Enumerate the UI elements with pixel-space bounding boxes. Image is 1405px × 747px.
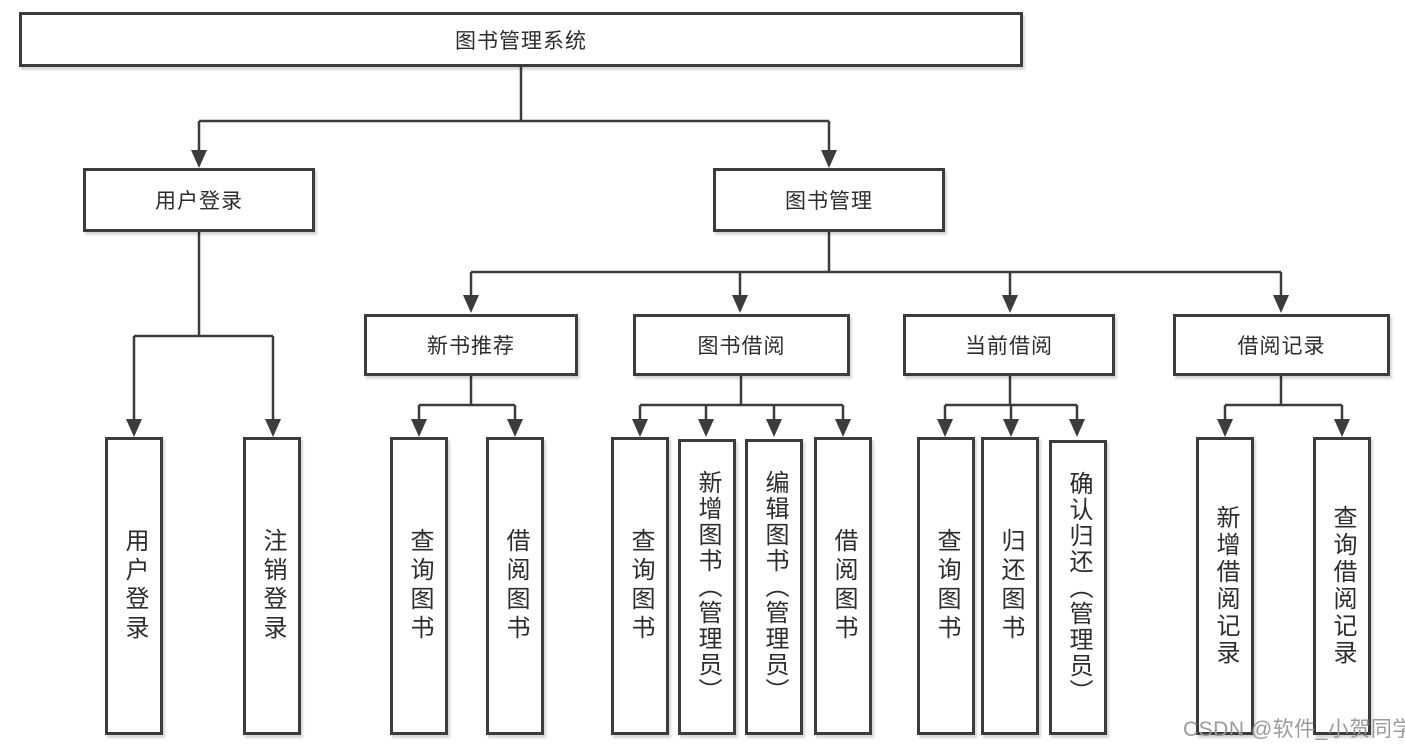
leaf-borrow-books: 借阅图书 <box>814 437 872 735</box>
node-book-management: 图书管理 <box>713 168 945 232</box>
leaf-query-books-borrow: 查询图书 <box>611 437 669 735</box>
node-label: 确认归还（管理员） <box>1065 470 1092 705</box>
leaf-return-books: 归还图书 <box>981 437 1039 735</box>
leaf-logout: 注销登录 <box>243 437 301 735</box>
node-user-login: 用户登录 <box>83 168 315 232</box>
node-label: 查询图书 <box>627 528 654 644</box>
csdn-watermark: CSDN @软件_小贺同学 <box>1183 718 1405 741</box>
edge-records-to-leaves <box>1223 375 1344 421</box>
leaf-query-borrow-record: 查询借阅记录 <box>1313 437 1371 735</box>
node-label: 查询借阅记录 <box>1329 505 1356 667</box>
edge-current-to-leaves <box>943 375 1079 421</box>
node-book-borrow: 图书借阅 <box>633 314 850 376</box>
leaf-user-login: 用户登录 <box>105 437 163 735</box>
node-label: 图书管理系统 <box>455 29 587 53</box>
edge-root-to-level2 <box>197 67 831 152</box>
node-label: 归还图书 <box>997 528 1024 644</box>
leaf-edit-books-admin: 编辑图书（管理员） <box>745 439 803 735</box>
leaf-query-books-current: 查询图书 <box>917 437 975 735</box>
node-label: 用户登录 <box>121 528 148 644</box>
node-label: 查询图书 <box>933 528 960 644</box>
node-label: 图书管理 <box>785 190 873 213</box>
node-current-borrow: 当前借阅 <box>903 314 1115 376</box>
leaf-confirm-return-admin: 确认归还（管理员） <box>1049 440 1107 735</box>
node-label: 编辑图书（管理员） <box>761 470 788 704</box>
node-label: 借阅图书 <box>502 528 529 644</box>
node-label: 借阅图书 <box>830 528 857 644</box>
node-label: 图书借阅 <box>697 335 786 358</box>
edge-newbook-to-leaves <box>417 376 517 421</box>
node-label: 当前借阅 <box>965 335 1053 358</box>
arrowheads <box>126 150 1350 437</box>
node-label: 新增图书（管理员） <box>694 470 721 704</box>
node-root-library-system: 图书管理系统 <box>19 12 1023 67</box>
node-new-book-recommend: 新书推荐 <box>364 314 578 376</box>
node-label: 新增借阅记录 <box>1212 505 1239 667</box>
node-label: 借阅记录 <box>1237 335 1326 358</box>
edge-borrow-to-leaves <box>638 375 845 421</box>
edge-bookmgmt-to-level3 <box>469 232 1283 297</box>
node-label: 新书推荐 <box>427 335 515 358</box>
leaf-borrow-books-recommend: 借阅图书 <box>486 437 544 735</box>
node-borrow-records: 借阅记录 <box>1173 314 1390 376</box>
leaf-add-books-admin: 新增图书（管理员） <box>678 439 736 735</box>
node-label: 用户登录 <box>155 190 243 213</box>
leaf-add-borrow-record: 新增借阅记录 <box>1196 437 1254 735</box>
node-label: 注销登录 <box>259 528 286 644</box>
node-label: 查询图书 <box>406 528 433 644</box>
edge-userlogin-to-leaves <box>132 232 275 421</box>
leaf-query-books-recommend: 查询图书 <box>390 437 448 735</box>
